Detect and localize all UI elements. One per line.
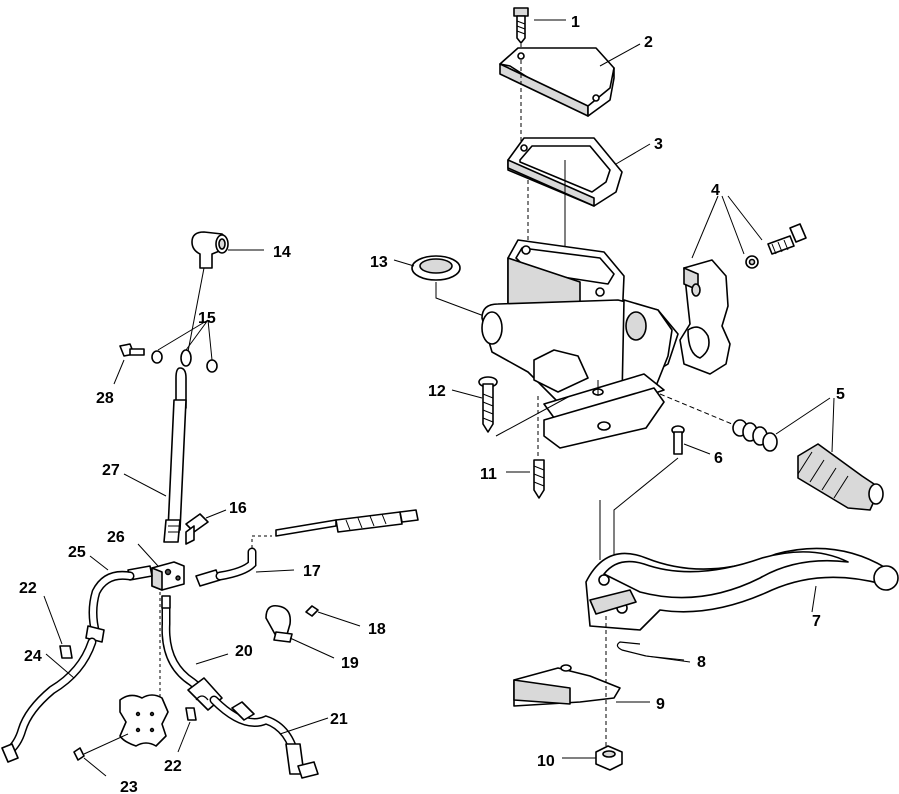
- left-brake-hose: [1, 555, 153, 763]
- callout-7: 7: [812, 613, 821, 630]
- callout-12: 12: [428, 383, 446, 400]
- bracket-screw: [73, 733, 129, 777]
- cap-seal: [411, 255, 501, 323]
- callout-26: 26: [107, 529, 125, 546]
- piston-spring-kit: [659, 393, 884, 511]
- callout-3: 3: [654, 136, 663, 153]
- front-lower-brake-line: [187, 677, 329, 779]
- brake-junction-block: [137, 543, 185, 700]
- brake-switch-fitting: [185, 509, 227, 545]
- callout-8: 8: [697, 654, 706, 671]
- callout-19: 19: [341, 655, 359, 672]
- cover-screw: [513, 7, 529, 56]
- callout-10: 10: [537, 753, 555, 770]
- callout-5: 5: [836, 386, 845, 403]
- leader-lines: [393, 19, 835, 759]
- callout-labels: 1 2 3 4 5 6 7 8 9 10 11 12 13 14 15 16 1…: [19, 14, 845, 794]
- mount-screw: [533, 396, 545, 499]
- lever-return-spring: [616, 641, 685, 661]
- rear-brake-line: [195, 509, 419, 587]
- callout-23: 23: [120, 779, 138, 794]
- callout-28: 28: [96, 390, 114, 407]
- pivot-screw: [478, 376, 571, 437]
- clamp-screw: [305, 605, 361, 627]
- lever-mount-plates: [543, 373, 665, 449]
- lever-nut: [595, 500, 623, 771]
- sealing-washers: [151, 319, 218, 373]
- handlebar-clamp: [679, 223, 807, 375]
- callout-14: 14: [273, 244, 291, 261]
- upper-brake-line: [123, 367, 187, 543]
- front-brake-line: [161, 595, 229, 699]
- callout-1: 1: [571, 14, 580, 31]
- callout-25: 25: [68, 544, 86, 561]
- callout-9: 9: [656, 696, 665, 713]
- callout-24: 24: [24, 648, 42, 665]
- callout-17: 17: [303, 563, 321, 580]
- brake-lever: [585, 547, 899, 631]
- banjo-fitting: [185, 231, 264, 363]
- callout-27: 27: [102, 462, 120, 479]
- master-cylinder-assembly: [411, 7, 899, 771]
- master-cylinder-body: [481, 239, 679, 403]
- line-fitting-left: [43, 595, 73, 659]
- callout-6: 6: [714, 450, 723, 467]
- callout-4: 4: [711, 182, 720, 199]
- line-fitting-right: [177, 695, 209, 753]
- line-clamp: [265, 604, 335, 659]
- lever-pivot-pin: [613, 425, 685, 580]
- callout-22-right: 22: [164, 758, 182, 775]
- callout-22-left: 22: [19, 580, 37, 597]
- callout-15: 15: [198, 310, 216, 327]
- banjo-bolt: [113, 343, 145, 385]
- line-bracket: [119, 694, 169, 747]
- lever-guard: [513, 664, 621, 707]
- callout-13: 13: [370, 254, 388, 271]
- brake-line-assembly: [1, 231, 419, 779]
- callout-16: 16: [229, 500, 247, 517]
- callout-18: 18: [368, 621, 386, 638]
- callout-2: 2: [644, 34, 653, 51]
- reservoir-cover: [499, 47, 615, 150]
- callout-11: 11: [480, 466, 497, 483]
- callout-20: 20: [235, 643, 253, 660]
- callout-21: 21: [330, 711, 348, 728]
